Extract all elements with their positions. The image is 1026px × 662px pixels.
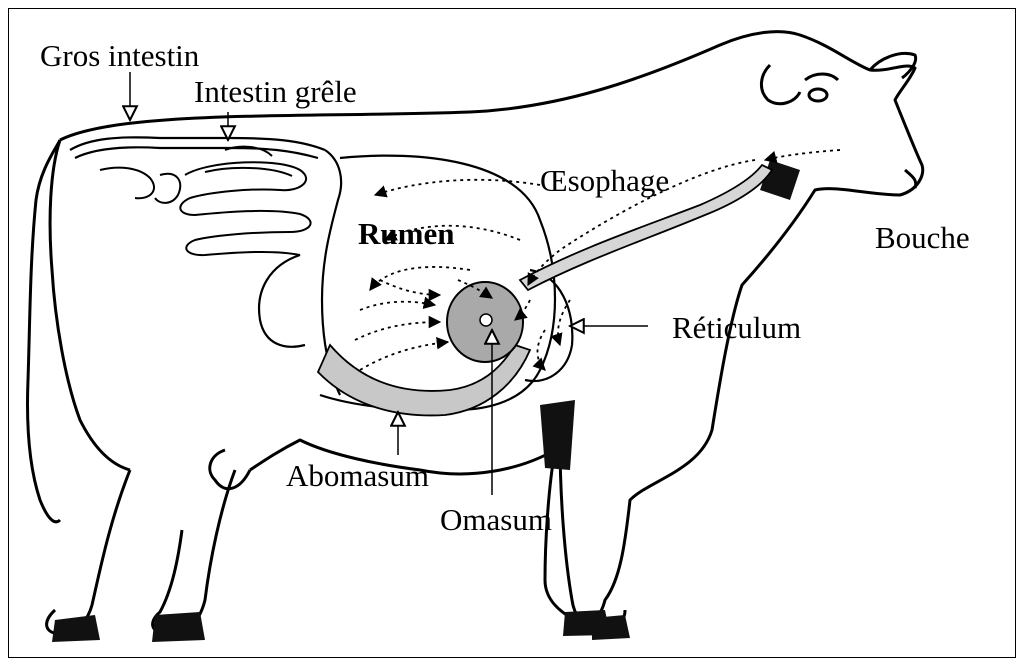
label-bouche: Bouche (875, 222, 970, 253)
label-rumen: Rumen (358, 218, 454, 249)
label-intestin-grele: Intestin grêle (194, 76, 357, 107)
label-oesophage: Œsophage (540, 165, 669, 196)
small-intestine-coils (100, 147, 311, 255)
large-intestine (70, 137, 341, 395)
label-abomasum: Abomasum (286, 460, 429, 491)
label-omasum: Omasum (440, 504, 552, 535)
label-reticulum: Réticulum (672, 312, 801, 343)
label-gros-intestin: Gros intestin (40, 40, 199, 71)
